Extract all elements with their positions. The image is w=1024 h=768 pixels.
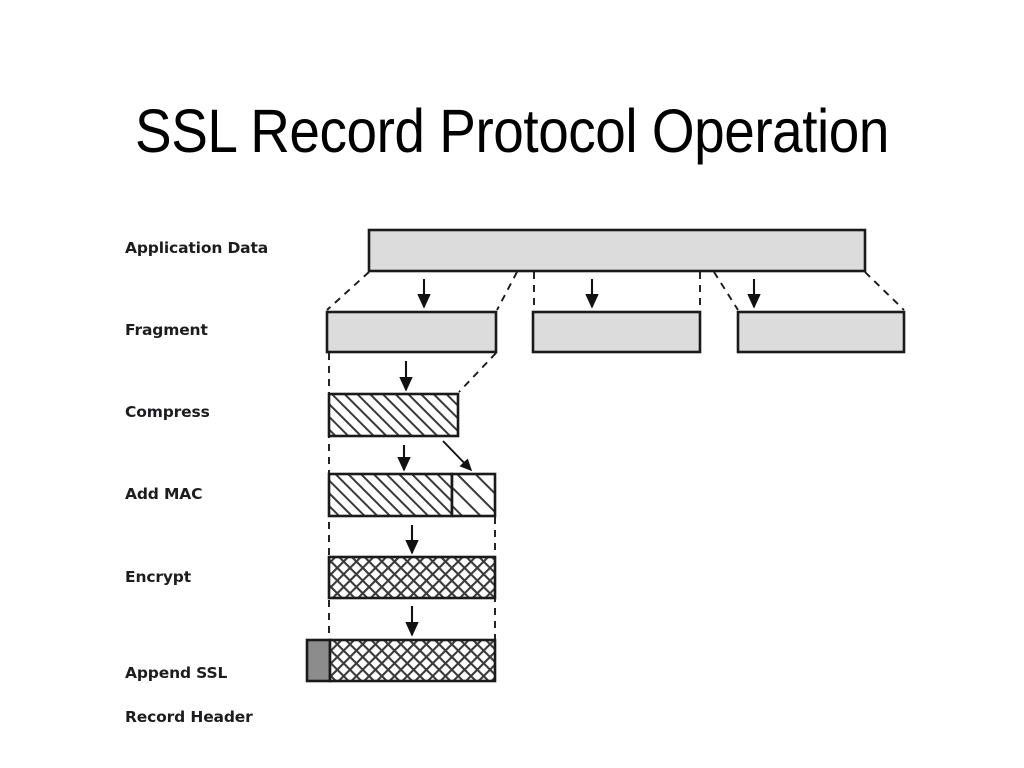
stage-label-add-mac: Add MAC bbox=[125, 485, 203, 503]
add-mac-mac-block[interactable] bbox=[450, 472, 497, 518]
stage-label-encrypt: Encrypt bbox=[125, 568, 192, 586]
fragment-block-2[interactable] bbox=[531, 310, 702, 354]
stage-label-line-2: Record Header bbox=[125, 708, 253, 726]
guide-appdata-right-to-fragment3-right bbox=[864, 271, 905, 311]
stage-label-compress: Compress bbox=[125, 403, 210, 421]
application-data-block[interactable] bbox=[367, 228, 867, 273]
ssl-record-header-block[interactable] bbox=[305, 638, 332, 683]
stage-label-append-ssl-record-header: Append SSL Record Header bbox=[125, 640, 253, 728]
guide-appdata-split2-to-fragment3-left bbox=[713, 271, 739, 311]
encrypt-block[interactable] bbox=[327, 555, 497, 600]
arrow-mac-diagonal bbox=[442, 440, 473, 472]
stage-label-application-data: Application Data bbox=[125, 239, 269, 257]
stage-label-fragment: Fragment bbox=[125, 321, 208, 339]
guide-lines-group bbox=[326, 271, 905, 641]
guide-appdata-left-to-fragment1 bbox=[326, 271, 370, 311]
guide-appdata-split1-to-fragment1-right bbox=[496, 271, 518, 311]
stage-label-line-1: Append SSL bbox=[125, 664, 228, 682]
compress-block[interactable] bbox=[327, 392, 460, 438]
fragment-block-3[interactable] bbox=[736, 310, 906, 354]
fragment-block-1[interactable] bbox=[325, 310, 498, 354]
guide-fragment1-right-to-compress-right bbox=[458, 352, 497, 393]
flow-arrows-group bbox=[397, 279, 761, 637]
add-mac-compressed-block[interactable] bbox=[327, 472, 454, 518]
page-title: SSL Record Protocol Operation bbox=[135, 96, 889, 165]
encrypted-payload-block[interactable] bbox=[328, 638, 497, 683]
